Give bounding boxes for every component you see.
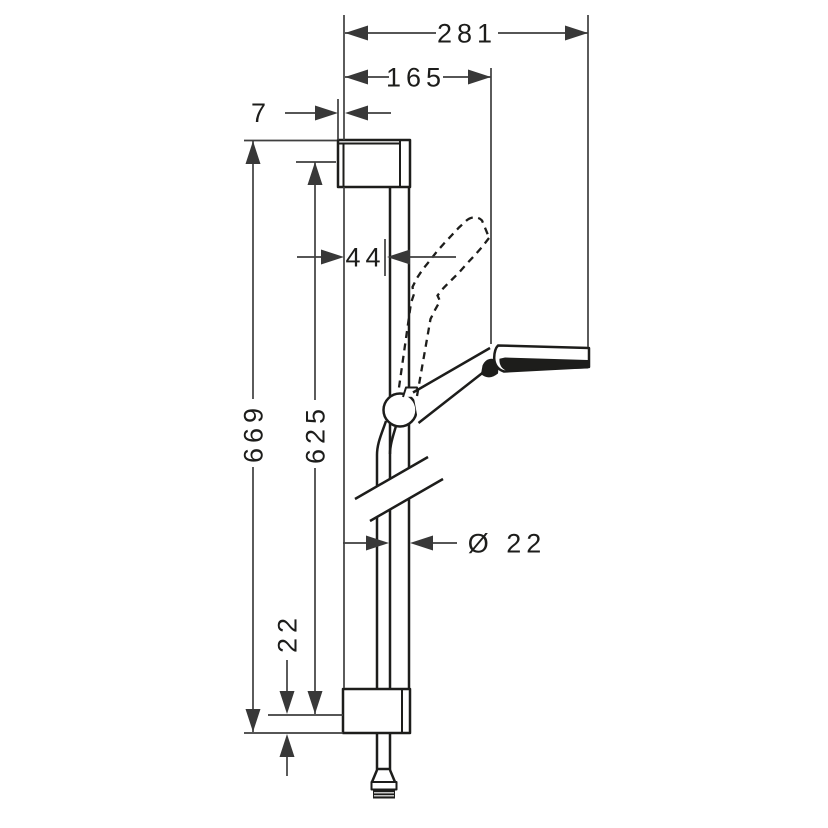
handshower-handle [413, 348, 490, 423]
dim-label-22: 22 [273, 613, 303, 653]
dimension-281: 281 [345, 19, 588, 49]
dim-label-7: 7 [251, 98, 271, 128]
dim-label-669: 669 [239, 403, 269, 463]
dim-arrows-22 [279, 691, 295, 757]
handshower-dashed-position [397, 216, 491, 397]
top-wall-bracket-body [336, 138, 412, 189]
top-wall-bracket-detail [338, 140, 401, 187]
connector-nut-threads [374, 792, 394, 797]
connector-nut [373, 789, 395, 799]
dimension-22: 22 [273, 613, 303, 776]
dimension-44: 44 [297, 243, 456, 273]
product-outline [336, 138, 591, 799]
dimension-165: 165 [345, 63, 491, 93]
connector-rim [370, 781, 398, 791]
shower-hose [370, 420, 398, 783]
dim-label-44: 44 [345, 243, 385, 273]
dim-label-625: 625 [301, 404, 331, 464]
dim-arrows-7 [315, 105, 368, 121]
top-wall-bracket [336, 138, 412, 189]
dimension-7: 7 [251, 98, 391, 128]
hose-connector [370, 781, 398, 799]
dimension-669: 669 [239, 141, 269, 732]
dim-arrows-diameter-22 [366, 535, 433, 551]
extension-lines [244, 15, 589, 734]
dimension-625: 625 [301, 162, 331, 714]
pipe-break-symbol [354, 455, 444, 523]
slide-bar [388, 150, 411, 770]
handshower-spray-face [499, 357, 588, 371]
dim-label-165: 165 [386, 63, 446, 93]
slider-pivot [382, 392, 418, 428]
handshower-handle-edges [412, 346, 491, 424]
bottom-wall-bracket-body [341, 687, 412, 735]
dim-label-diameter-22: Ø 22 [468, 529, 547, 559]
dim-label-281: 281 [437, 19, 497, 49]
dimension-diameter-22: Ø 22 [343, 529, 547, 559]
bottom-wall-bracket [341, 687, 412, 735]
dim-arrows-44 [321, 249, 410, 265]
dimensions: 281 165 7 44 Ø 22 66 [239, 15, 589, 776]
